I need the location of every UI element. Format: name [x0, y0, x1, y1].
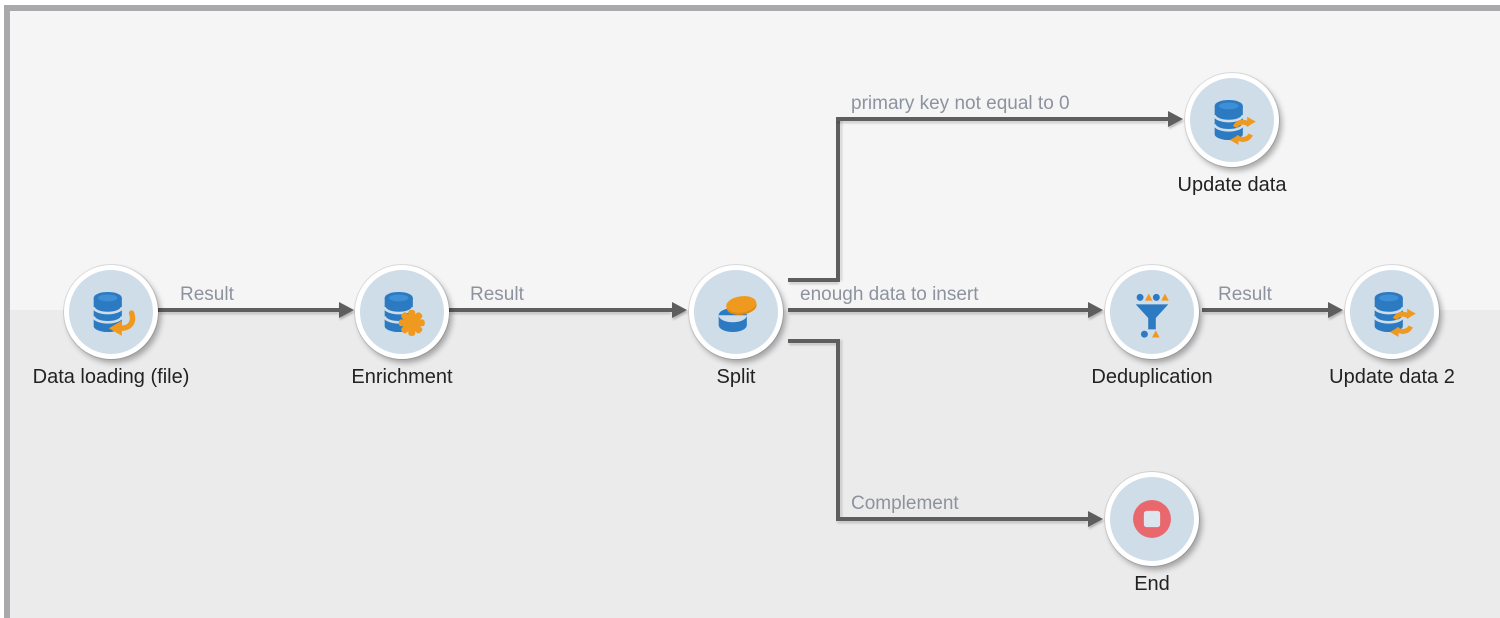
edge-label: Result — [180, 284, 234, 305]
node-circle[interactable] — [1105, 472, 1199, 566]
node-label: Update data 2 — [1329, 366, 1455, 388]
node-circle[interactable] — [64, 265, 158, 359]
node-split[interactable]: Split — [656, 265, 816, 389]
node-circle[interactable] — [1345, 265, 1439, 359]
database-enrichment-icon — [383, 291, 425, 336]
node-deduplication[interactable]: Deduplication — [1072, 265, 1232, 389]
node-label: Deduplication — [1091, 366, 1213, 388]
node-data-loading[interactable]: Data loading (file) — [31, 265, 191, 389]
edge-line[interactable] — [836, 117, 840, 282]
node-label: End — [1134, 573, 1170, 595]
end-stop-icon — [1133, 500, 1171, 538]
node-enrichment[interactable]: Enrichment — [322, 265, 482, 389]
database-update-icon — [1213, 99, 1256, 145]
node-update-data-2[interactable]: Update data 2 — [1312, 265, 1472, 389]
edge-label: primary key not equal to 0 — [851, 93, 1070, 114]
node-circle[interactable] — [1185, 73, 1279, 167]
database-load-icon — [92, 291, 136, 336]
node-label: Enrichment — [351, 366, 453, 388]
edge-line[interactable] — [158, 308, 340, 312]
edge-arrowhead-icon — [1088, 511, 1103, 527]
edge-label: Result — [470, 284, 524, 305]
edge-line[interactable] — [1202, 308, 1328, 312]
edge-line[interactable] — [788, 278, 840, 282]
canvas-border-top — [4, 5, 1500, 11]
node-label: Update data — [1177, 174, 1287, 196]
edge-arrowhead-icon — [1168, 111, 1183, 127]
edge-line[interactable] — [836, 339, 840, 521]
edge-arrowhead-icon — [339, 302, 354, 318]
node-circle[interactable] — [355, 265, 449, 359]
edge-arrowhead-icon — [672, 302, 687, 318]
node-circle[interactable] — [1105, 265, 1199, 359]
edge-line[interactable] — [788, 339, 840, 343]
node-end[interactable]: End — [1072, 472, 1232, 596]
node-label: Data loading (file) — [32, 366, 190, 388]
node-label: Split — [716, 366, 756, 388]
node-circle[interactable] — [689, 265, 783, 359]
edge-label: Complement — [851, 493, 959, 514]
node-update-data[interactable]: Update data — [1152, 73, 1312, 197]
edge-line[interactable] — [788, 308, 1088, 312]
edge-arrowhead-icon — [1328, 302, 1343, 318]
canvas-border-left — [4, 5, 10, 618]
split-icon — [718, 296, 757, 333]
edge-label: enough data to insert — [800, 284, 979, 305]
deduplication-funnel-icon — [1135, 293, 1169, 338]
database-update-icon — [1373, 291, 1416, 337]
edge-line[interactable] — [449, 308, 672, 312]
edge-line[interactable] — [836, 117, 1168, 121]
edge-label: Result — [1218, 284, 1272, 305]
edge-line[interactable] — [836, 517, 1088, 521]
edge-arrowhead-icon — [1088, 302, 1103, 318]
